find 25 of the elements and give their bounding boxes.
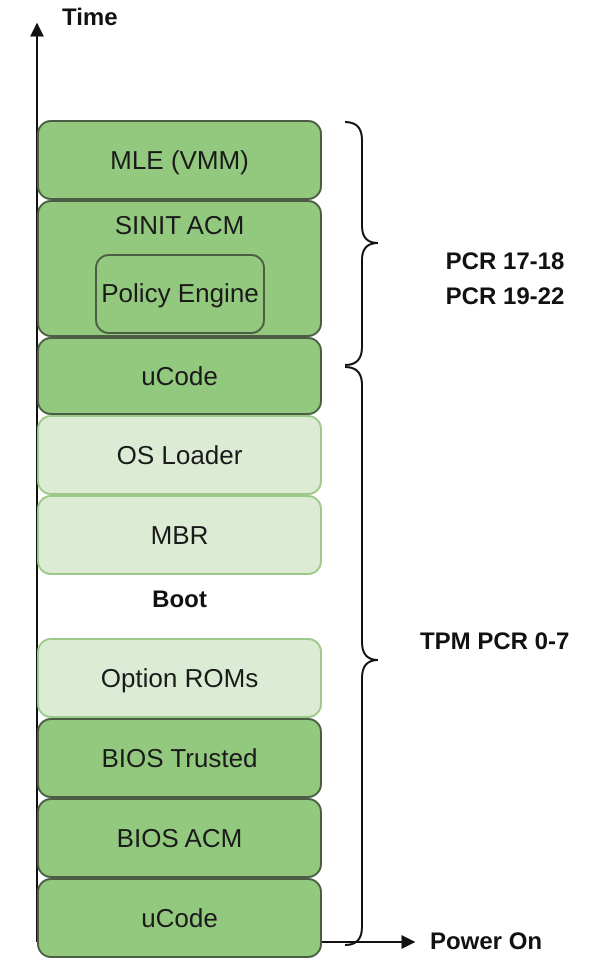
stage-label: Option ROMs — [100, 662, 258, 694]
stage-box — [37, 638, 322, 718]
stage-box — [37, 718, 322, 798]
stage-label: SINIT ACM — [114, 210, 244, 241]
stage-box — [37, 415, 322, 495]
stage-label: Policy Engine — [101, 277, 259, 310]
stage-label: MLE (VMM) — [110, 144, 249, 176]
stage-label: uCode — [141, 360, 218, 392]
stage-box — [37, 798, 322, 878]
axis-label: Power On — [430, 928, 544, 956]
stage-label: OS Loader — [116, 440, 242, 470]
stage-box — [37, 120, 322, 200]
bracket-label: PCR 17-18 PCR 19-22 — [444, 247, 566, 312]
stage-label: BIOS ACM — [116, 822, 242, 854]
bracket-label: TPM PCR 0-7 — [420, 627, 570, 657]
stage-box — [37, 337, 322, 415]
nested-stage-box — [95, 254, 265, 334]
section-label: Boot — [151, 586, 208, 614]
stage-label: MBR — [150, 520, 208, 550]
stage-box — [37, 495, 322, 575]
stage-box — [37, 878, 322, 958]
stage-label: uCode — [141, 902, 218, 934]
stage-box — [37, 200, 322, 337]
stage-label: BIOS Trusted — [101, 742, 258, 774]
axis-label: Time — [62, 4, 119, 32]
